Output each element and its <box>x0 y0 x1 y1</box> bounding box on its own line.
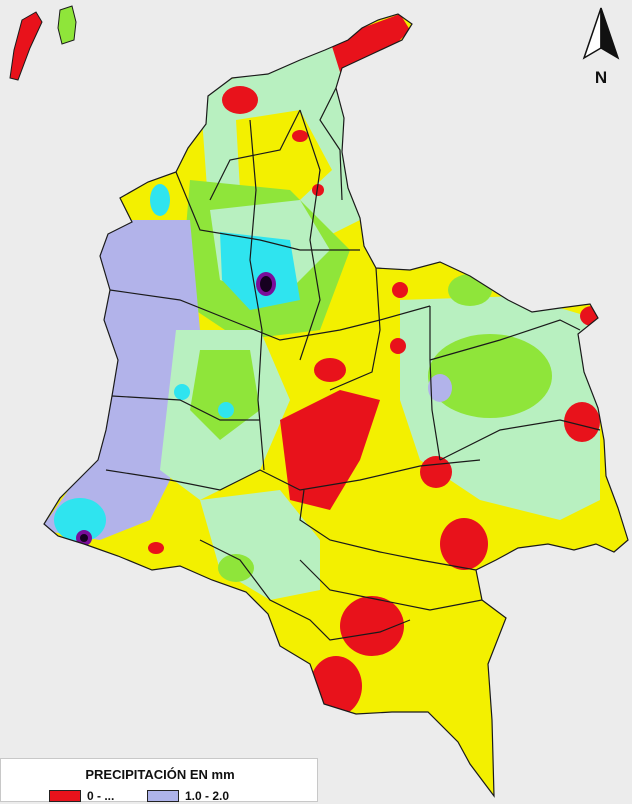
border-line-1 <box>175 171 360 251</box>
legend-title: PRECIPITACIÓN EN mm <box>85 767 235 782</box>
zone-red-spot4 <box>312 184 324 196</box>
zone-east-green-small <box>448 274 492 306</box>
zone-red-south1 <box>440 518 488 570</box>
zone-cyan-spot1 <box>174 384 190 400</box>
zone-red-central2 <box>314 358 346 382</box>
legend-swatch-lavender <box>147 790 179 802</box>
border-line-11 <box>299 489 477 571</box>
legend-label-lavender: 1.0 - 2.0 <box>185 789 230 803</box>
zone-red-caribbean <box>222 86 258 114</box>
zone-red-spot3 <box>292 130 308 142</box>
zone-red-spot5 <box>148 542 164 554</box>
border-line-15 <box>319 87 343 201</box>
border-line-7 <box>329 267 381 391</box>
border-line-9 <box>429 319 581 361</box>
border-line-14 <box>209 109 301 201</box>
zone-red-central <box>280 390 380 510</box>
zone-red-guajira <box>330 14 410 72</box>
department-borders <box>43 13 629 797</box>
north-label: N <box>594 68 608 87</box>
zone-cyan-north <box>150 184 170 216</box>
border-line-10 <box>439 419 601 461</box>
legend-panel: PRECIPITACIÓN EN mm 0 - ... 1.0 - 2.0 <box>0 758 319 804</box>
border-line-13 <box>199 539 411 641</box>
border-line-8 <box>429 306 441 461</box>
legend-swatch-red <box>49 790 81 802</box>
zone-dark-sw <box>80 534 88 542</box>
zone-red-east2 <box>564 402 600 442</box>
north-arrow-icon <box>582 7 620 60</box>
zone-dark-core <box>260 276 272 292</box>
zone-red-south2 <box>340 596 404 656</box>
zone-red-east1 <box>420 456 452 488</box>
island-san-andres <box>9 11 43 81</box>
zone-cyan-sw <box>54 498 106 542</box>
zone-cyan-spot2 <box>218 402 234 418</box>
legend-label-red: 0 - ... <box>87 789 115 803</box>
zone-east-green <box>428 334 552 418</box>
border-line-6 <box>105 459 481 491</box>
north-arrow: N <box>578 6 624 88</box>
border-line-2 <box>249 119 265 471</box>
zone-red-spot2 <box>390 338 406 354</box>
zone-pacific-lavender <box>44 220 200 540</box>
border-line-3 <box>299 109 321 361</box>
border-line-12 <box>299 559 483 611</box>
border-line-5 <box>111 395 260 421</box>
zone-cyan-center <box>220 232 300 310</box>
zone-red-spot1 <box>392 282 408 298</box>
zone-sw-green <box>218 554 254 582</box>
zone-east-lavender <box>428 374 452 402</box>
island-providencia <box>57 5 77 45</box>
border-line-4 <box>109 289 431 341</box>
legend-row: 0 - ... 1.0 - 2.0 <box>1 789 319 804</box>
zone-andes-green <box>190 350 260 440</box>
